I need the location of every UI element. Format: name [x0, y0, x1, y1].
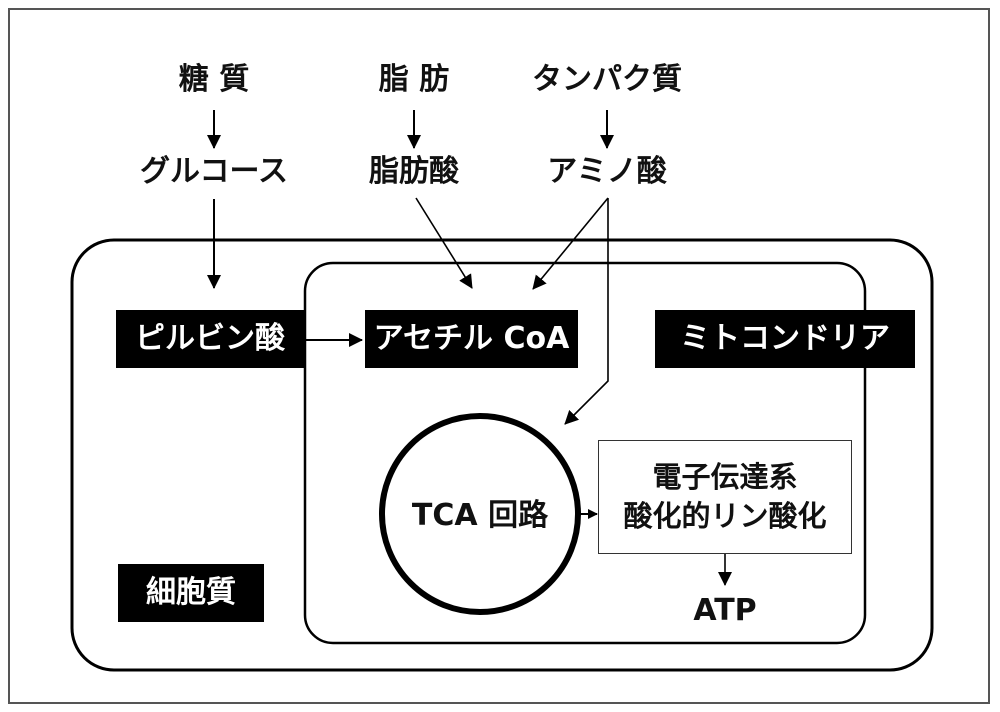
tca-cycle-label: TCA 回路 [411, 498, 549, 533]
mitochondria-compartment [303, 261, 867, 645]
arrow-amino-acid-to-tca [564, 198, 609, 425]
intermediate-fatty-acid: 脂肪酸 [369, 154, 459, 189]
source-carbohydrate: 糖 質 [178, 62, 250, 97]
mitochondria-label: ミトコンドリア [655, 310, 915, 368]
etc-line-2: 酸化的リン酸化 [623, 499, 827, 533]
arrow-amino-acid-to-acetyl-coa [532, 197, 609, 290]
electron-transport-box: 電子伝達系 酸化的リン酸化 [598, 440, 852, 554]
figure-frame [8, 8, 990, 704]
source-lipid: 脂 肪 [378, 62, 450, 97]
cytoplasm-label: 細胞質 [118, 564, 264, 622]
arrow-fatty-acid-to-acetyl-coa [415, 197, 473, 289]
etc-line-1: 電子伝達系 [652, 459, 798, 494]
acetyl-coa-node: アセチル CoA [365, 310, 578, 368]
cytoplasm-compartment [70, 238, 934, 672]
atp-label: ATP [693, 593, 757, 628]
source-protein: タンパク質 [532, 62, 682, 97]
pyruvate-node: ピルビン酸 [116, 310, 304, 368]
intermediate-glucose: グルコース [140, 154, 288, 189]
intermediate-amino-acid: アミノ酸 [547, 154, 667, 189]
